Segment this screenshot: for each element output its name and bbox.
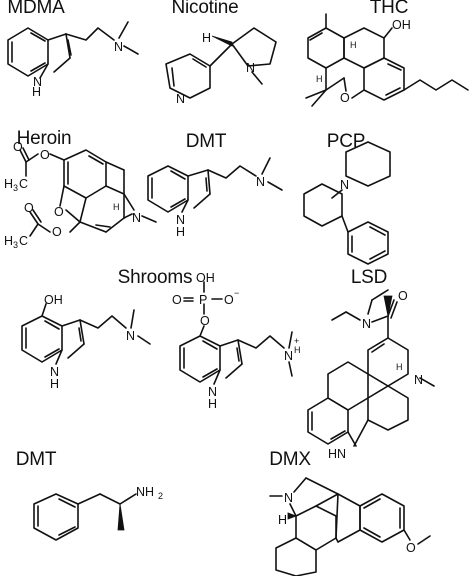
atom-label-o-minus: O — [224, 293, 234, 307]
atom-label-n: N — [414, 373, 423, 387]
atom-label-n: N — [33, 75, 42, 89]
atom-label-oh: OH — [196, 271, 215, 285]
structure-dmx: N H O — [269, 477, 431, 576]
structure-psilocin: OH N H N — [21, 293, 151, 391]
atom-label-o: O — [172, 293, 182, 307]
structure-nicotine: N N H — [165, 27, 277, 106]
title-shrooms: Shrooms — [117, 267, 193, 288]
title-thc: THC — [369, 0, 409, 18]
atom-label-h3c-c: C — [19, 177, 28, 191]
title-lsd: LSD — [350, 267, 388, 288]
atom-label-o: O — [52, 225, 62, 239]
atom-label-h3c-c: C — [19, 234, 28, 248]
atom-label-h: H — [208, 397, 217, 411]
atom-label-p: P — [199, 293, 207, 307]
structure-lsd: N O N HN H — [307, 289, 435, 461]
title-dmx: DMX — [269, 449, 311, 470]
atom-label-h: H — [396, 362, 403, 372]
atom-label-h3c-sub: 3 — [13, 240, 18, 250]
atom-label-minus: − — [234, 288, 239, 298]
title-mdma: MDMA — [7, 0, 65, 18]
atom-label-nh2-sub: 2 — [158, 491, 163, 501]
title-dmt-2: DMT — [15, 449, 57, 470]
atom-label-h: H — [113, 202, 120, 212]
atom-label-h3c: H — [4, 177, 13, 191]
atom-label-o: O — [340, 91, 350, 105]
atom-label-h3c-sub: 3 — [13, 183, 18, 193]
structure-dmt: N H N — [147, 157, 283, 239]
atom-label-nh: H — [32, 85, 41, 99]
atom-label-o: O — [406, 541, 416, 555]
atom-label-h: H — [278, 513, 287, 527]
atom-label-o: O — [13, 140, 23, 154]
atom-label-nplus: N — [284, 349, 293, 363]
atom-label-h: H — [316, 74, 323, 84]
atom-label-h: H — [350, 40, 357, 50]
structure-psilocybin: O P OH O O − N H N H + — [172, 271, 301, 411]
atom-label-n: N — [126, 329, 135, 343]
atom-label-o: O — [200, 314, 210, 328]
structure-heroin: O O H 3 C O N H O O H 3 C — [4, 140, 157, 250]
atom-label-n: N — [50, 365, 59, 379]
atom-label-n: N — [176, 213, 185, 227]
title-heroin: Heroin — [16, 128, 72, 149]
title-nicotine: Nicotine — [171, 0, 239, 18]
atom-label-n: N — [284, 491, 293, 505]
atom-label-h: H — [294, 345, 301, 355]
atom-label-plus: + — [294, 336, 299, 346]
structure-thc: OH O H H — [305, 13, 469, 107]
atom-label-hn: HN — [328, 447, 346, 461]
atom-label-o: O — [24, 201, 34, 215]
atom-label-nh2: NH — [136, 485, 154, 499]
atom-label-h: H — [176, 225, 185, 239]
title-dmt: DMT — [185, 131, 227, 152]
atom-label-n: N — [362, 317, 371, 331]
atom-label-n: N — [132, 211, 141, 225]
structure-dmt-2: NH 2 — [33, 485, 163, 541]
atom-label-h: H — [202, 31, 211, 45]
atom-label-oh: OH — [392, 18, 411, 32]
atom-label-o: O — [398, 289, 408, 303]
atom-label-h: H — [50, 377, 59, 391]
atom-label-oh: OH — [44, 293, 63, 307]
atom-label-n: N — [246, 61, 255, 75]
structure-pcp: N — [303, 141, 391, 265]
atom-label-n: N — [340, 178, 349, 192]
atom-label-o: O — [54, 205, 64, 219]
atom-label-n: N — [176, 92, 185, 106]
structure-mdma: H N N — [7, 21, 139, 99]
atom-label-n: N — [114, 40, 123, 54]
atom-label-h3c: H — [4, 234, 13, 248]
atom-label-n: N — [208, 385, 217, 399]
atom-label-n: N — [256, 175, 265, 189]
atom-label-o: O — [40, 148, 50, 162]
